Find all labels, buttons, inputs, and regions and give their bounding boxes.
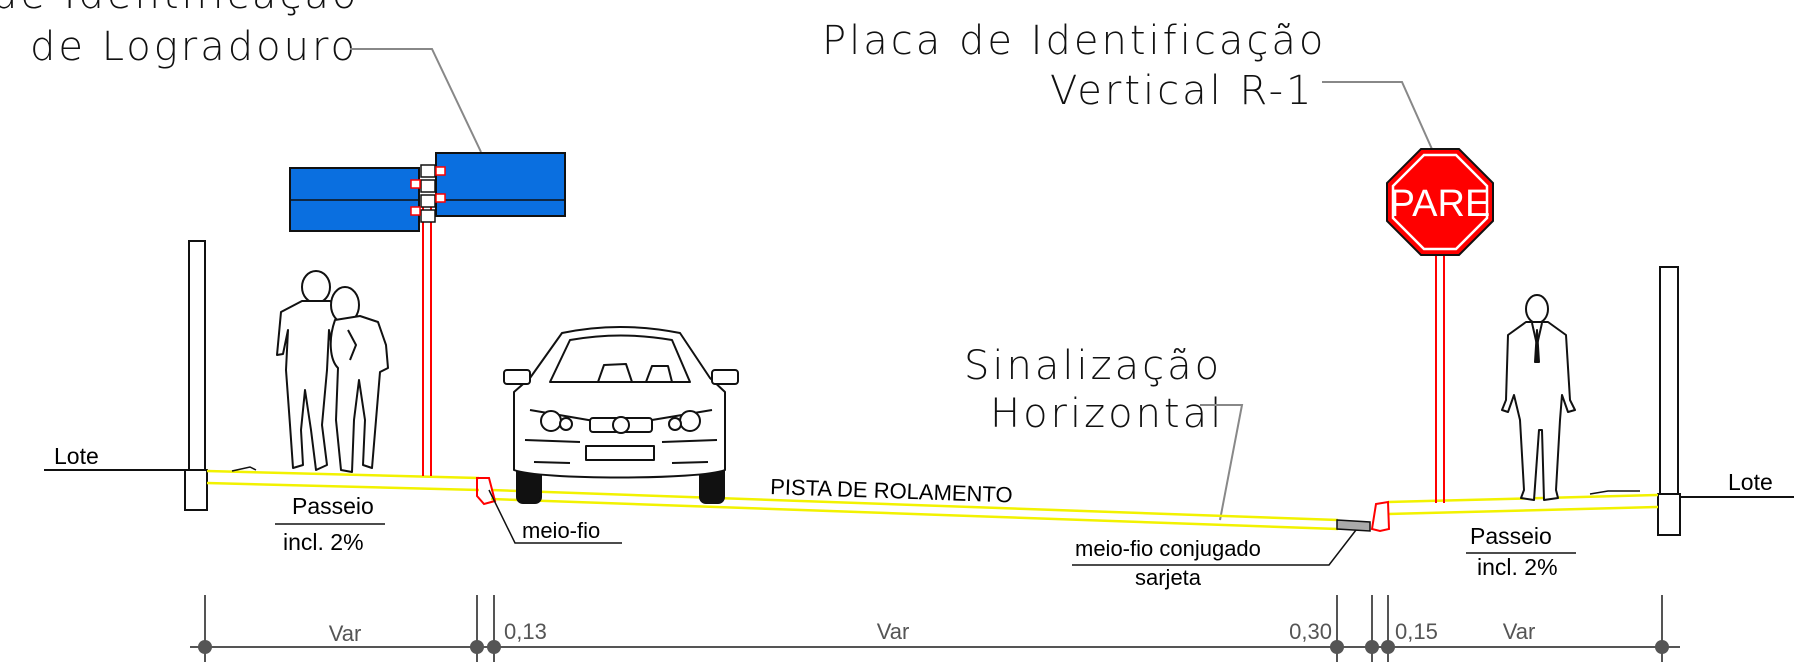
car-front-view-icon (503, 326, 739, 504)
dim-node-6 (1381, 640, 1395, 654)
roadway-surface (490, 488, 1339, 531)
sarjeta-label: sarjeta (1135, 565, 1202, 590)
pedestrian-couple-icon (276, 270, 389, 473)
passeio-left-label: Passeio (292, 493, 374, 519)
callout-horizontal-line2: Horizontal (990, 391, 1224, 437)
right-slope-arrow (1589, 490, 1640, 495)
callout-vertical-line2: Vertical R-1 (1050, 68, 1315, 114)
street-name-sign (289, 152, 566, 476)
stop-sign-text: PARE (1390, 183, 1491, 225)
leader-horizontal (1200, 404, 1244, 521)
dim-label-4: 0,30 (1289, 619, 1332, 644)
left-slope-arrow (231, 466, 257, 472)
dim-node-4 (1330, 640, 1344, 654)
dim-label-2: 0,13 (504, 619, 547, 644)
callout-logradouro-line1: de Identificação (0, 0, 359, 18)
stop-sign-octagon (1386, 148, 1494, 256)
passeio-right-label: Passeio (1470, 523, 1552, 549)
dimension-line: Var 0,13 Var 0,30 0,15 Var (190, 595, 1680, 662)
dim-node-7 (1655, 640, 1669, 654)
dim-label-5: 0,15 (1395, 619, 1438, 644)
leader-meio-fio (488, 489, 622, 544)
dim-node-5 (1365, 640, 1379, 654)
left-lot-wall (184, 240, 208, 511)
left-curb (476, 477, 497, 506)
meio-fio-label: meio-fio (522, 518, 600, 543)
callout-logradouro-line2: de Logradouro (30, 24, 358, 70)
standing-man-icon (1501, 294, 1576, 501)
dim-node-1 (198, 640, 212, 654)
callout-horizontal-line1: Sinalização (964, 343, 1222, 389)
dim-node-2 (470, 640, 484, 654)
dim-label-3: Var (877, 619, 910, 644)
dim-label-1: Var (329, 621, 362, 646)
incl-right-label: incl. 2% (1477, 554, 1558, 580)
right-lot-wall (1657, 266, 1681, 536)
lote-left-label: Lote (54, 443, 99, 469)
leader-logradouro (350, 48, 482, 153)
pista-label: PISTA DE ROLAMENTO (770, 474, 1013, 507)
callout-vertical-line1: Placa de Identificação (822, 18, 1326, 64)
leader-vertical (1322, 81, 1445, 177)
meio-fio-conjugado-label: meio-fio conjugado (1075, 536, 1261, 561)
gutter (1336, 519, 1371, 532)
incl-left-label: incl. 2% (283, 529, 364, 555)
dim-label-6: Var (1503, 619, 1536, 644)
lote-right-label: Lote (1728, 469, 1773, 495)
stop-sign: PARE (1386, 148, 1494, 503)
left-sidewalk-surface (206, 469, 480, 492)
dim-node-3 (487, 640, 501, 654)
leader-meio-fio-conjugado (1072, 529, 1357, 566)
right-curb (1370, 500, 1391, 533)
street-sign-right-plate (435, 152, 566, 217)
